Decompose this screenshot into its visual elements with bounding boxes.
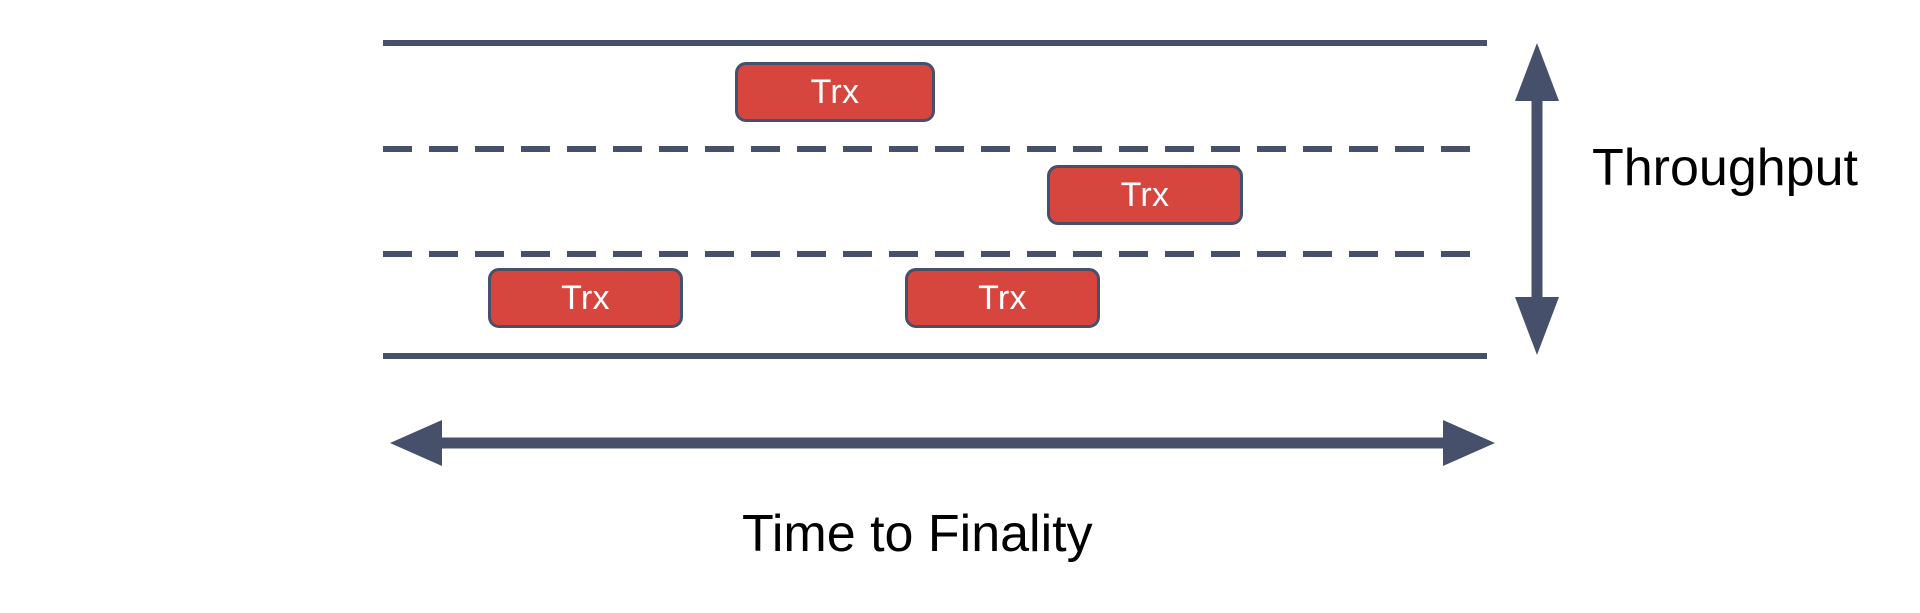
transaction-block[interactable]: Trx — [905, 268, 1100, 328]
transaction-block-label: Trx — [978, 279, 1027, 317]
transaction-block[interactable]: Trx — [1047, 165, 1243, 225]
lane-boundary-bottom-line — [383, 353, 1487, 359]
transaction-block[interactable]: Trx — [488, 268, 683, 328]
transaction-block[interactable]: Trx — [735, 62, 935, 122]
transaction-block-label: Trx — [1120, 176, 1170, 214]
lane-boundary-top-line — [383, 40, 1487, 46]
transaction-block-label: Trx — [810, 73, 860, 111]
time-to-finality-axis-label: Time to Finality — [742, 505, 1093, 563]
lane-divider-upper-line — [383, 146, 1487, 152]
throughput-axis-label: Throughput — [1592, 139, 1858, 197]
time-to-finality-double-arrow-icon — [390, 420, 1495, 466]
throughput-double-arrow-icon — [1515, 43, 1559, 355]
transaction-block-label: Trx — [561, 279, 610, 317]
lane-divider-lower-line — [383, 251, 1487, 257]
